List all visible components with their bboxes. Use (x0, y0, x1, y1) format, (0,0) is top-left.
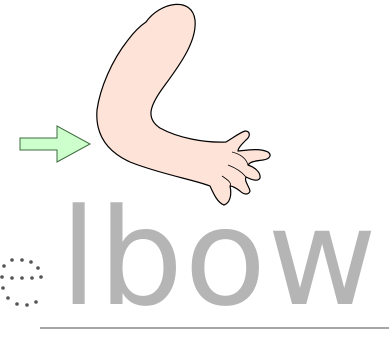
right-arrow-icon (20, 126, 90, 162)
baseline-divider (40, 327, 389, 329)
dotted-letter-e-icon (0, 258, 43, 307)
word-text: lbow (60, 188, 378, 328)
